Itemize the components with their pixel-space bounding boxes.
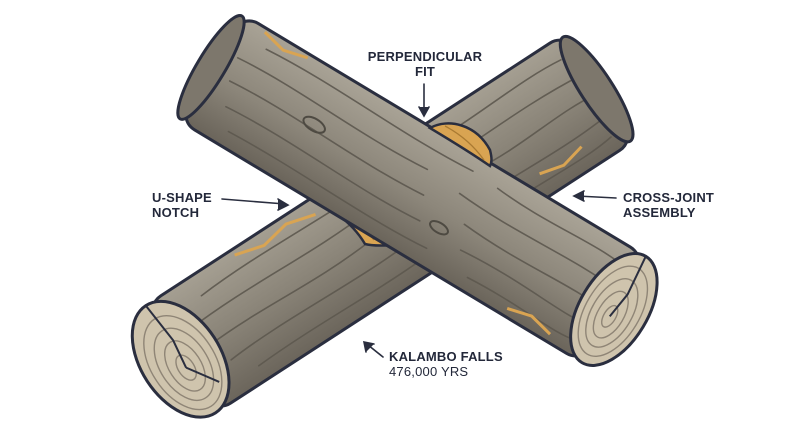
arrow-up-left-icon <box>362 340 384 358</box>
lower-log-end-grain <box>130 299 231 419</box>
site-label: KALAMBO FALLS 476,000 YRS <box>389 349 503 379</box>
arrow-left-icon <box>572 190 617 202</box>
upper-log <box>176 13 659 367</box>
cross-joint-line2: ASSEMBLY <box>623 205 696 220</box>
upper-log-end-grain <box>569 252 659 367</box>
cross-joint-label: CROSS-JOINT ASSEMBLY <box>623 190 714 220</box>
arrow-down-icon <box>418 83 430 118</box>
site-name: KALAMBO FALLS <box>389 349 503 364</box>
perpendicular-notch <box>427 122 493 168</box>
perpendicular-fit-line2: FIT <box>414 64 436 79</box>
u-shape-notch-line2: NOTCH <box>152 205 200 220</box>
perpendicular-fit-label: PERPENDICULAR FIT <box>350 49 500 79</box>
site-age: 476,000 YRS <box>389 364 469 379</box>
cross-joint-line1: CROSS-JOINT <box>623 190 715 205</box>
perpendicular-fit-line1: PERPENDICULAR <box>367 49 483 64</box>
arrow-right-icon <box>221 198 290 211</box>
u-shape-notch-label: U-SHAPE NOTCH <box>152 190 212 220</box>
u-shape-notch-line1: U-SHAPE <box>152 190 212 205</box>
